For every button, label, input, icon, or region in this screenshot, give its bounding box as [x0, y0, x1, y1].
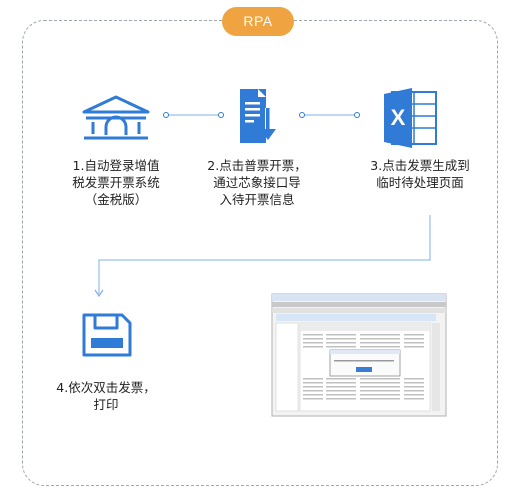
save-disk-icon	[82, 313, 132, 357]
connector-3-4	[94, 215, 431, 298]
step-4-label: 4.依次双击发票， 打印	[44, 379, 168, 413]
step-1-line-1: 1.自动登录增值	[72, 158, 160, 173]
step-4-line-2: 打印	[93, 397, 119, 412]
invoice-system-screenshot-thumbnail	[271, 293, 447, 417]
step-3-line-2: 临时待处理页面	[376, 175, 464, 190]
excel-icon: X	[384, 88, 437, 148]
connector-1-2	[163, 112, 224, 118]
step-1-label: 1.自动登录增值 税发票开票系统 （金税版）	[48, 157, 184, 208]
document-download-icon	[240, 89, 276, 143]
step-1-line-2: 税发票开票系统	[72, 175, 160, 190]
step-3-label: 3.点击发票生成到 临时待处理页面	[345, 157, 495, 191]
step-2-line-2: 通过芯象接口导	[213, 175, 301, 190]
step-2-line-1: 2.点击普票开票，	[207, 158, 307, 173]
step-4-line-1: 4.依次双击发票，	[56, 380, 156, 395]
step-3-line-1: 3.点击发票生成到	[370, 158, 470, 173]
rpa-badge: RPA	[222, 7, 294, 36]
bank-icon	[82, 95, 150, 140]
svg-text:X: X	[391, 105, 406, 130]
step-2-label: 2.点击普票开票， 通过芯象接口导 入待开票信息	[189, 157, 325, 208]
step-2-line-3: 入待开票信息	[219, 192, 295, 207]
step-1-line-3: （金税版）	[84, 192, 148, 207]
connector-2-3	[299, 112, 360, 118]
